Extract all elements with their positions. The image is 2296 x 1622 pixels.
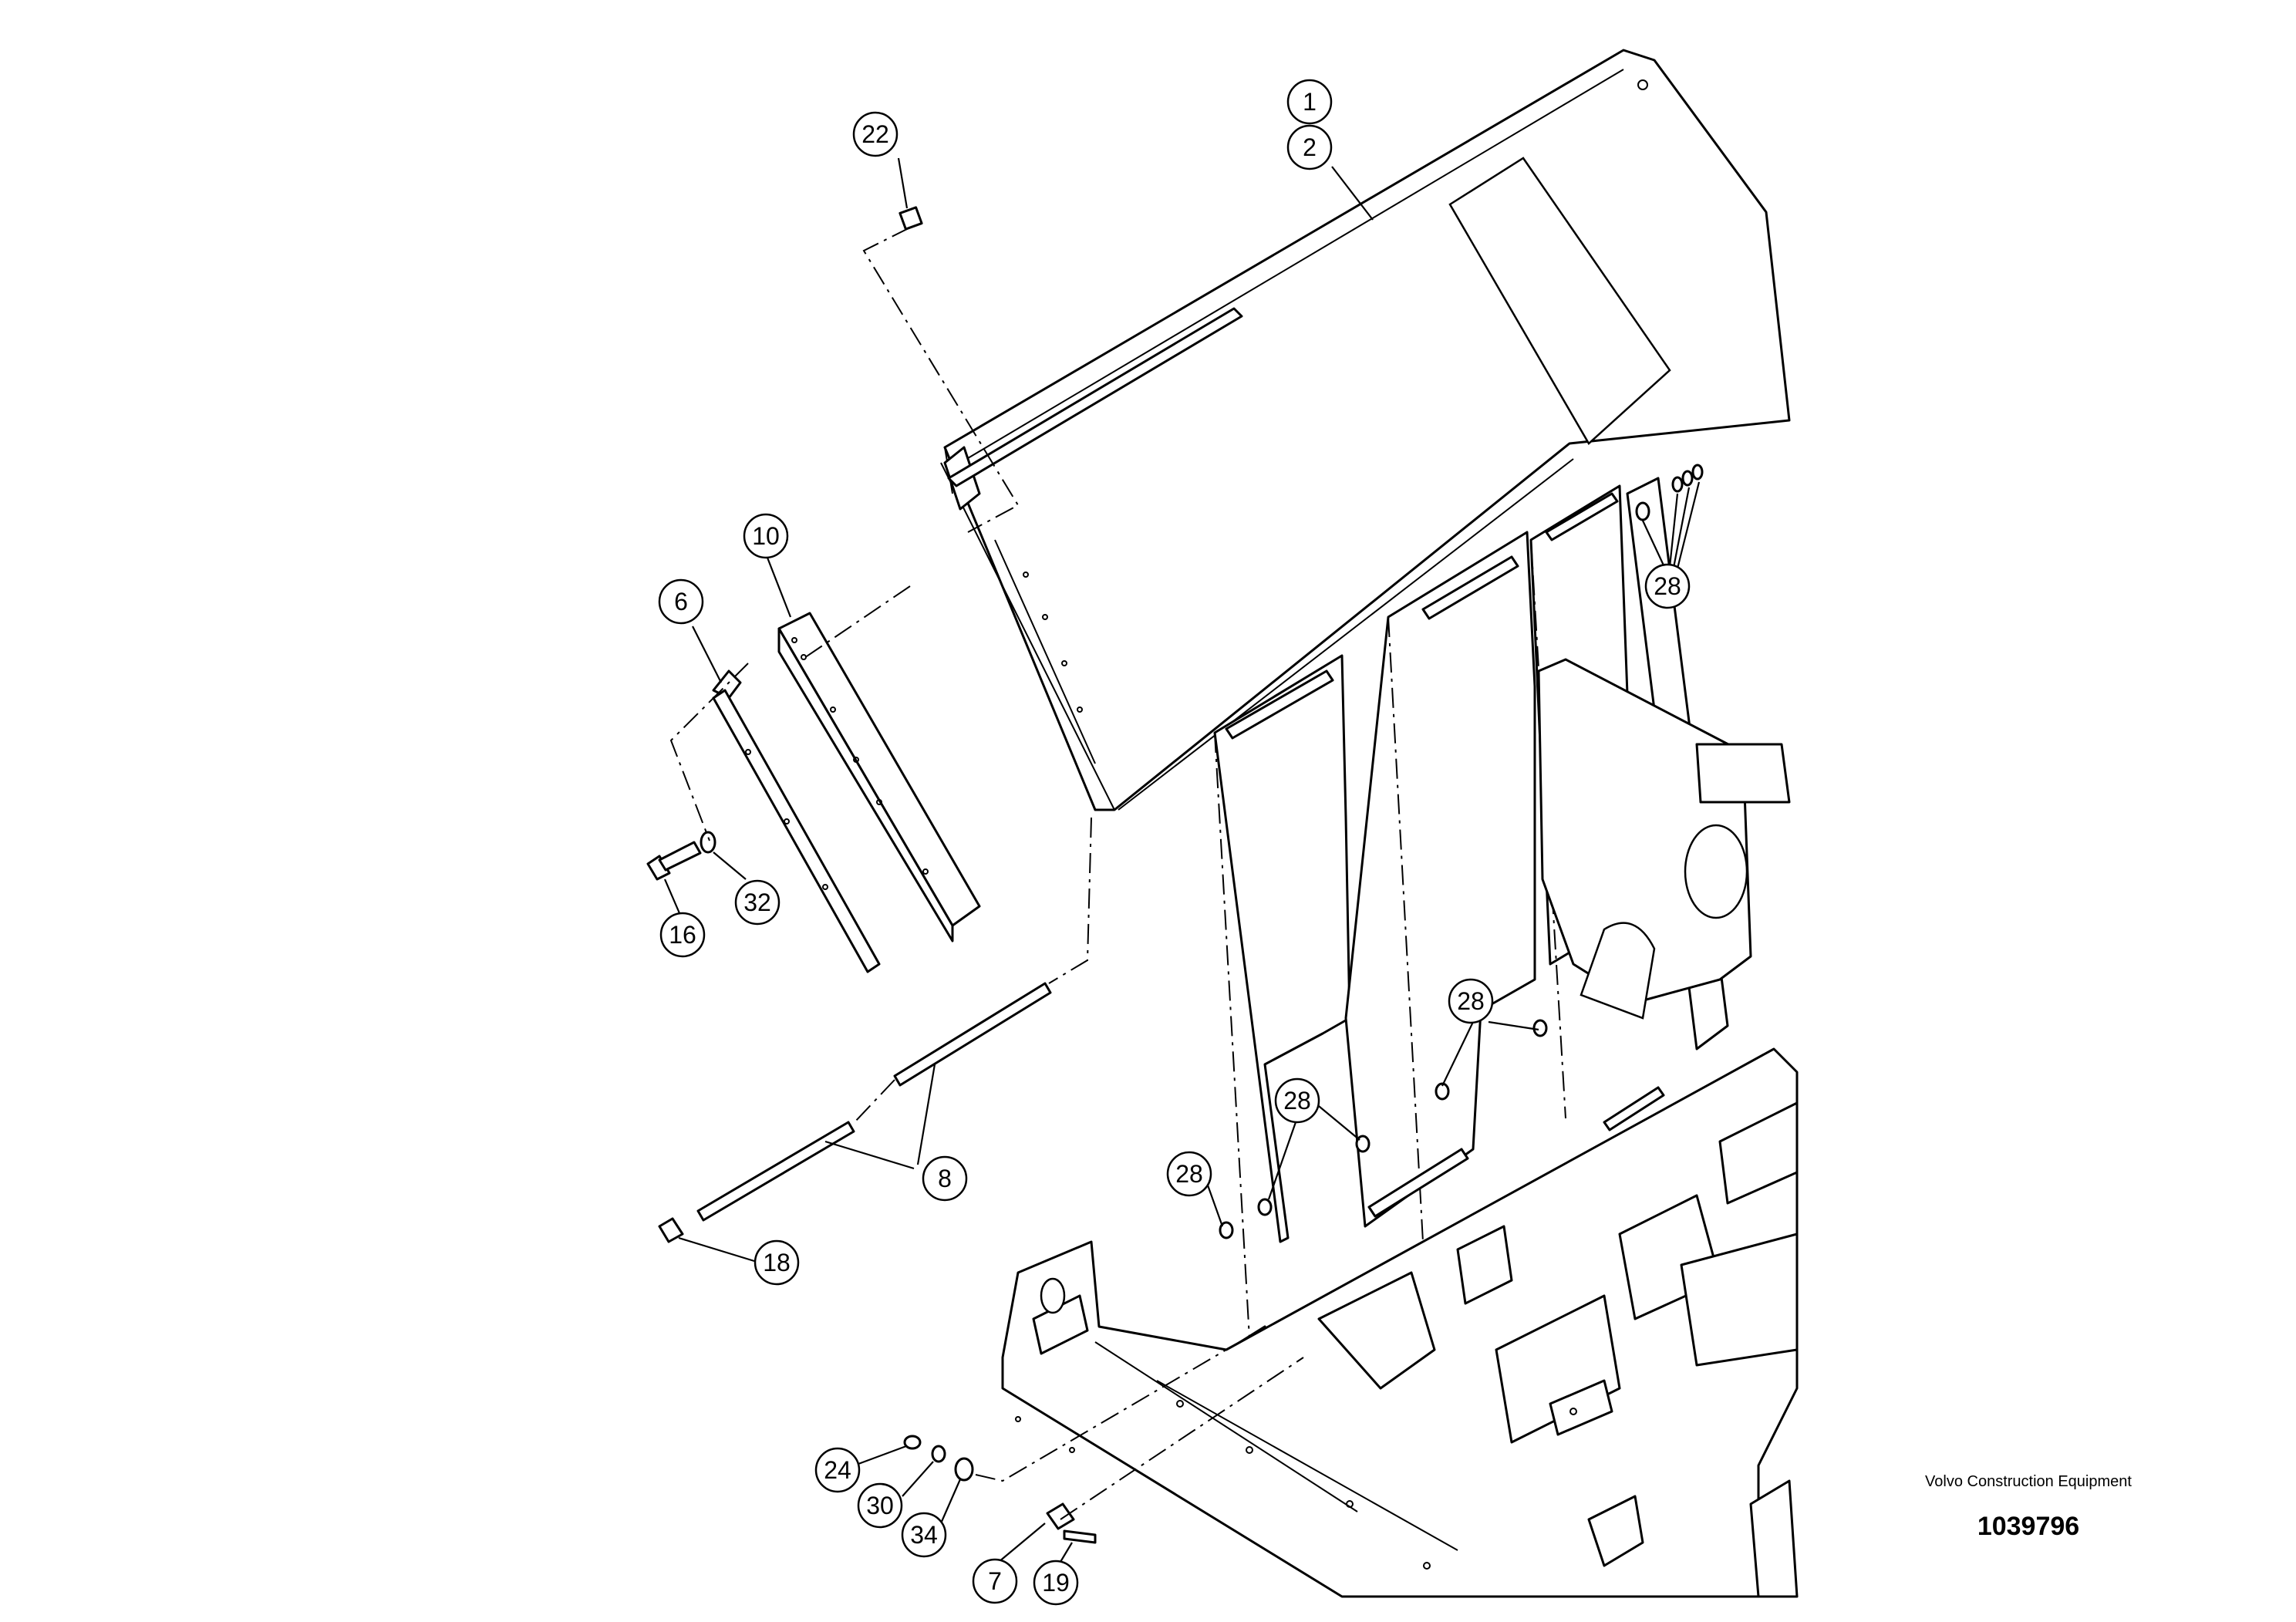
washer-32 [700,831,716,854]
callout-balloon-18: 18 [754,1239,800,1286]
base-frame [1001,1047,1799,1598]
callout-label-6: 6 [674,588,688,615]
bolt-16 [646,841,702,881]
callout-balloon-28-middle: 28 [1274,1077,1320,1124]
callout-label-2: 2 [1303,133,1317,161]
shroud-panel [1537,658,1791,1020]
callout-balloon-1: 1 [1286,79,1333,125]
callout-balloon-2: 2 [1286,124,1333,170]
nut-22 [899,206,923,231]
callout-label-19: 19 [1042,1569,1070,1597]
top-cover-panel [940,49,1791,811]
bolt-18 [658,1217,684,1243]
callout-balloon-16: 16 [659,912,706,958]
callout-balloon-24: 24 [814,1447,861,1493]
callout-balloon-10: 10 [743,513,789,559]
side-bracket-10 [777,612,981,943]
callout-label-32: 32 [743,889,771,916]
assembly-lines [669,227,1304,1520]
rod-8-lower [696,1121,855,1222]
callout-label-30: 30 [866,1492,894,1519]
callout-label-28-middle: 28 [1283,1087,1311,1114]
callout-label-1: 1 [1303,88,1317,116]
callout-label-22: 22 [861,120,889,148]
callout-label-28-right: 28 [1457,987,1485,1015]
callout-label-24: 24 [824,1456,851,1484]
washers-28 [1219,464,1704,1239]
callout-balloon-28-right: 28 [1448,978,1494,1024]
callout-balloon-34: 34 [901,1512,947,1558]
callout-label-7: 7 [988,1567,1002,1595]
callout-balloon-32: 32 [734,879,781,926]
callout-label-34: 34 [910,1521,938,1549]
callout-balloon-22: 22 [852,111,899,157]
company-name: Volvo Construction Equipment [1925,1473,2132,1490]
washer-30 [931,1445,946,1463]
callout-balloon-8: 8 [922,1155,968,1202]
callout-label-28-left: 28 [1175,1160,1203,1188]
callout-balloon-30: 30 [857,1482,903,1529]
leader-lines [663,157,1701,1563]
callout-balloon-19: 19 [1033,1560,1079,1606]
washer-34 [954,1457,974,1482]
callout-balloon-7: 7 [972,1558,1018,1604]
clip-7 [1046,1502,1075,1530]
callout-label-10: 10 [752,522,780,550]
callout-balloon-6: 6 [658,578,704,625]
drawing-number: 1039796 [1977,1512,2080,1541]
callout-label-8: 8 [938,1165,952,1192]
rod-8-upper [893,982,1052,1087]
callout-label-28-top: 28 [1654,572,1681,600]
callout-label-16: 16 [669,921,696,949]
callout-label-18: 18 [763,1249,791,1276]
nut-24 [903,1435,922,1450]
callout-balloon-28-top: 28 [1644,563,1691,609]
callout-balloon-28-left: 28 [1166,1151,1212,1197]
bolt-19 [1063,1529,1097,1544]
